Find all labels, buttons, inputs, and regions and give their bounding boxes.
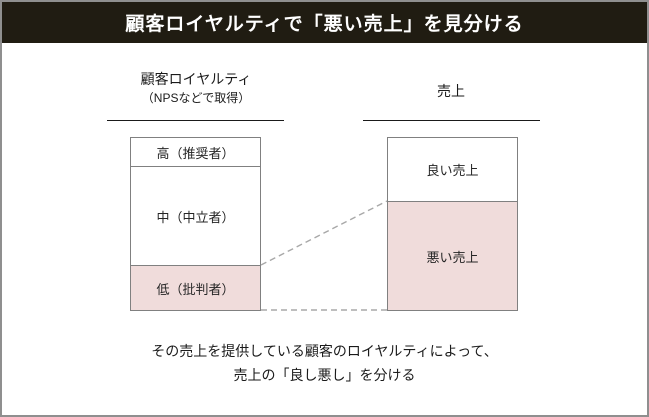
sales-segment-bad-label: 悪い売上 (426, 249, 479, 265)
footnote-line1: その売上を提供している顧客のロイヤルティによって、 (151, 343, 498, 359)
sales-stack: 良い売上 悪い売上 (387, 137, 518, 311)
loyalty-segment-middle-label: 中（中立者） (156, 209, 235, 225)
loyalty-segment-low-label: 低（批判者） (156, 281, 235, 297)
footnote-line2: 売上の「良し悪し」を分ける (233, 367, 416, 383)
connector-diagonal-line (260, 200, 388, 266)
slide-title: 顧客ロイヤルティで「悪い売上」を見分ける (125, 14, 524, 35)
loyalty-segment-low: 低（批判者） (131, 265, 260, 310)
loyalty-segment-high: 高（推奨者） (131, 138, 260, 166)
footnote: その売上を提供している顧客のロイヤルティによって、 売上の「良し悪し」を分ける (2, 339, 647, 387)
loyalty-segment-middle: 中（中立者） (131, 166, 260, 265)
title-bar: 顧客ロイヤルティで「悪い売上」を見分ける (2, 2, 647, 43)
sales-column-header: 売上 (357, 81, 545, 102)
sales-segment-bad: 悪い売上 (388, 201, 517, 310)
loyalty-header-text: 顧客ロイヤルティ (140, 71, 252, 87)
sales-segment-good: 良い売上 (388, 138, 517, 201)
loyalty-segment-high-label: 高（推奨者） (156, 145, 235, 161)
loyalty-column-header: 顧客ロイヤルティ （NPSなどで取得） (97, 69, 295, 107)
sales-header-underline (363, 120, 540, 121)
sales-header-text: 売上 (437, 83, 465, 99)
loyalty-header-underline (107, 120, 284, 121)
loyalty-stack: 高（推奨者） 中（中立者） 低（批判者） (130, 137, 261, 311)
sales-segment-good-label: 良い売上 (426, 163, 479, 178)
loyalty-subheader-text: （NPSなどで取得） (141, 91, 251, 105)
